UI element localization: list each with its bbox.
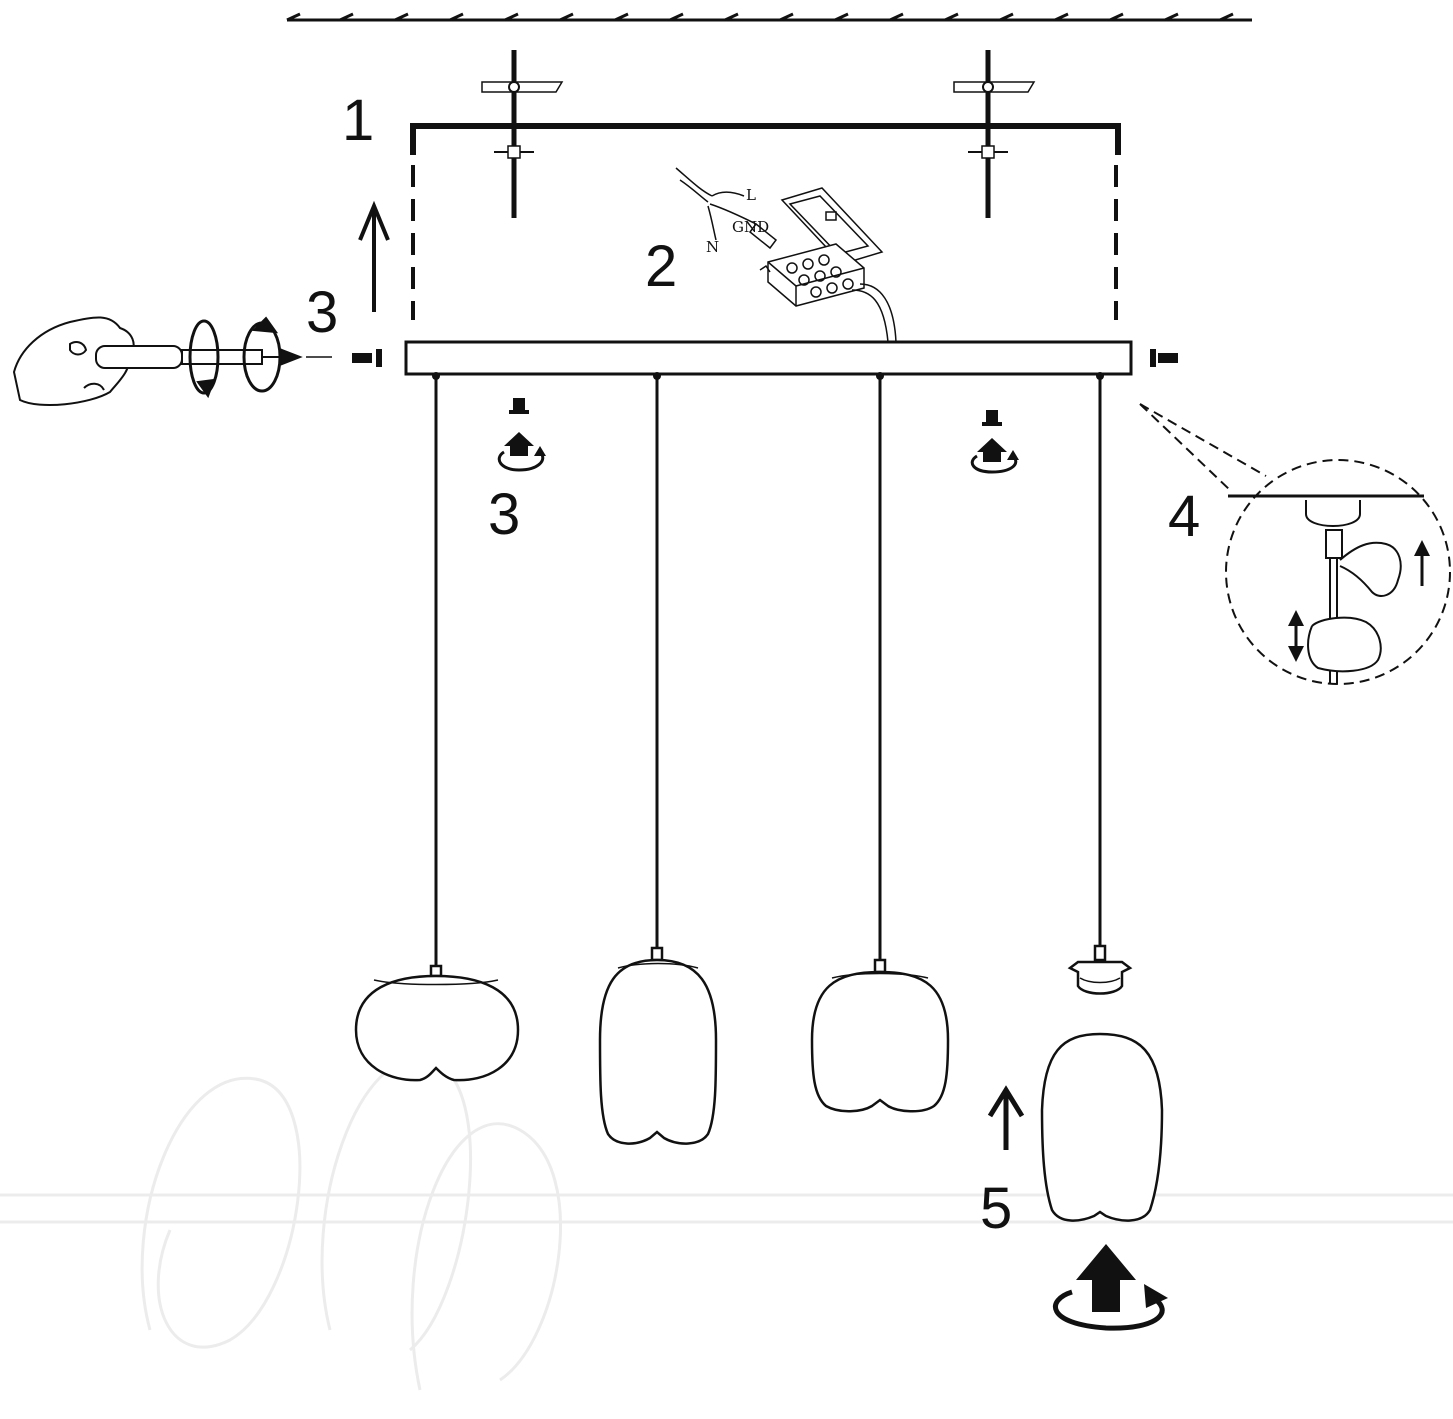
pendant-shade-detached xyxy=(1040,1032,1164,1222)
mounting-bolt-right xyxy=(953,50,1036,218)
pendant-shade-apple xyxy=(810,958,950,1113)
mounting-bracket xyxy=(410,123,1121,320)
step-number-4: 4 xyxy=(1168,484,1200,549)
wire-label-ground: GND xyxy=(732,218,769,236)
up-arrow-step5-icon xyxy=(987,1085,1025,1150)
wire-label-live: L xyxy=(746,186,756,204)
side-screw-right xyxy=(1150,349,1178,367)
up-arrow-icon xyxy=(358,200,390,312)
pendant-shade-round xyxy=(354,964,520,1082)
ceiling xyxy=(286,12,1252,22)
step-number-3-bottom: 3 xyxy=(488,482,520,547)
cord-adjust-detail xyxy=(1139,403,1451,685)
step-number-3-left: 3 xyxy=(306,280,338,345)
step-number-1: 1 xyxy=(342,88,374,153)
twist-up-icon xyxy=(1053,1244,1168,1331)
pendant-shade-tall xyxy=(598,946,718,1145)
canopy-screw-left-icon xyxy=(497,398,546,472)
watermark xyxy=(0,1056,1453,1391)
screwdriver-hand-icon xyxy=(12,316,332,406)
ceiling-canopy xyxy=(404,340,1133,376)
step-number-5: 5 xyxy=(980,1176,1012,1241)
side-screw-left xyxy=(352,349,382,367)
canopy-screw-right-icon xyxy=(970,410,1019,474)
mounting-bolt-left xyxy=(481,50,564,218)
wire-label-neutral: N xyxy=(706,238,719,256)
step-number-2: 2 xyxy=(645,234,677,299)
pendant-cords xyxy=(434,376,1102,968)
lamp-holder xyxy=(1067,944,1133,995)
terminal-block xyxy=(675,167,897,343)
